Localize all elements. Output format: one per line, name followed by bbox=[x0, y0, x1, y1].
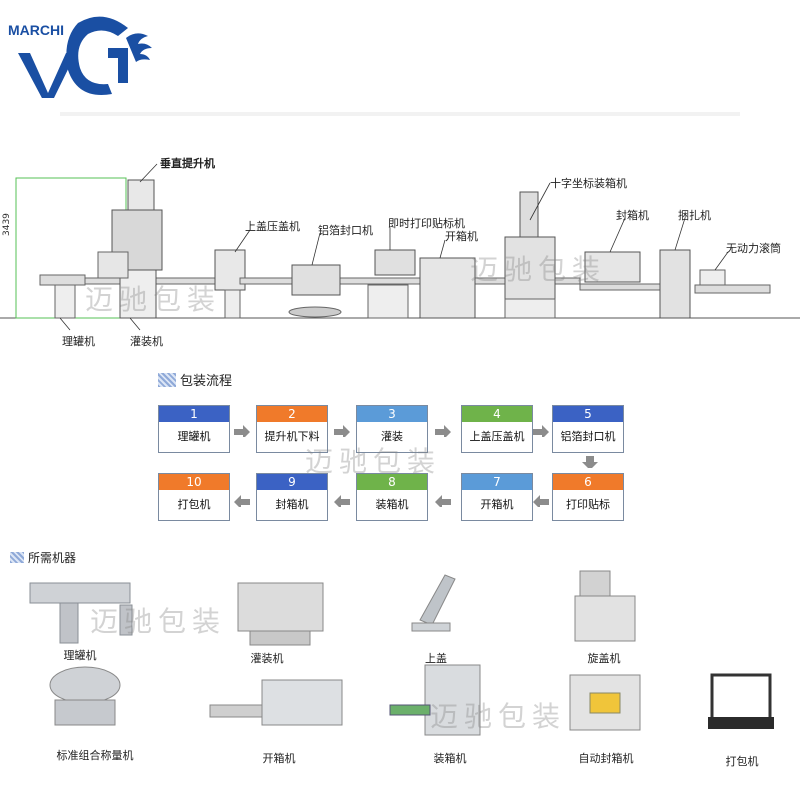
watermark: 迈驰包装 bbox=[85, 283, 222, 316]
machine-cap-feeder: 上盖 bbox=[425, 652, 447, 665]
arrow-left-icon bbox=[533, 495, 549, 507]
step-label: 提升机下料 bbox=[264, 430, 320, 443]
step-number: 2 bbox=[257, 406, 327, 422]
step-number: 9 bbox=[257, 474, 327, 490]
process-step-4: 4 上盖压盖机 bbox=[461, 405, 533, 453]
process-step-10: 10 打包机 bbox=[158, 473, 230, 521]
machines-title-text: 所需机器 bbox=[28, 551, 77, 565]
step-label: 铝箔封口机 bbox=[560, 430, 616, 443]
step-label: 开箱机 bbox=[480, 498, 514, 511]
process-step-5: 5 铝箔封口机 bbox=[552, 405, 624, 453]
label-printer-labeler: 即时打印贴标机 bbox=[388, 217, 465, 230]
step-label: 打包机 bbox=[177, 498, 211, 511]
step-number: 3 bbox=[357, 406, 427, 422]
process-step-8: 8 装箱机 bbox=[356, 473, 428, 521]
label-filler: 灌装机 bbox=[130, 335, 163, 348]
watermark: 迈驰包装 bbox=[90, 605, 227, 638]
brand-name: MARCHI bbox=[8, 22, 64, 38]
machines-title: 所需机器 bbox=[10, 549, 76, 566]
hatch-icon bbox=[10, 552, 24, 563]
step-label: 封箱机 bbox=[275, 498, 309, 511]
watermark: 迈驰包装 bbox=[470, 253, 607, 286]
step-number: 4 bbox=[462, 406, 532, 422]
arrow-right-icon bbox=[234, 425, 250, 437]
step-label: 理罐机 bbox=[177, 430, 211, 443]
step-number: 8 bbox=[357, 474, 427, 490]
step-number: 1 bbox=[159, 406, 229, 422]
label-capper: 上盖压盖机 bbox=[245, 220, 300, 233]
machine-capper: 旋盖机 bbox=[587, 652, 621, 665]
label-elevator: 垂直提升机 bbox=[160, 157, 215, 170]
step-label: 灌装 bbox=[381, 430, 403, 443]
arrow-left-icon bbox=[334, 495, 350, 507]
label-unscrambler: 理罐机 bbox=[62, 335, 95, 348]
hatch-icon bbox=[158, 372, 176, 387]
arrow-right-icon bbox=[435, 425, 451, 437]
process-step-7: 7 开箱机 bbox=[461, 473, 533, 521]
process-step-2: 2 提升机下料 bbox=[256, 405, 328, 453]
arrow-left-icon bbox=[234, 495, 250, 507]
machine-unscrambler: 理罐机 bbox=[63, 649, 97, 662]
arrow-right-icon bbox=[334, 425, 350, 437]
label-carton-erector: 开箱机 bbox=[445, 230, 478, 243]
label-roller: 无动力滚筒 bbox=[726, 242, 781, 255]
label-foil-sealer: 铝箔封口机 bbox=[318, 224, 373, 237]
machine-filler: 灌装机 bbox=[250, 652, 284, 665]
step-number: 5 bbox=[553, 406, 623, 422]
brand-logo bbox=[18, 16, 152, 98]
watermark: 迈驰包装 bbox=[305, 445, 442, 478]
process-title-text: 包装流程 bbox=[180, 374, 233, 389]
machine-case-packer: 装箱机 bbox=[433, 752, 467, 765]
step-number: 10 bbox=[159, 474, 229, 490]
machine-carton-erector: 开箱机 bbox=[262, 752, 296, 765]
process-step-1: 1 理罐机 bbox=[158, 405, 230, 453]
step-label: 上盖压盖机 bbox=[469, 430, 525, 443]
label-case-sealer: 封箱机 bbox=[616, 209, 649, 222]
machine-case-sealer: 自动封箱机 bbox=[578, 752, 634, 765]
process-step-9: 9 封箱机 bbox=[256, 473, 328, 521]
arrow-down-icon bbox=[582, 456, 598, 468]
step-label: 装箱机 bbox=[375, 498, 409, 511]
process-step-6: 6 打印贴标 bbox=[552, 473, 624, 521]
label-cross-packer: 十字坐标装箱机 bbox=[550, 177, 627, 190]
step-number: 6 bbox=[553, 474, 623, 490]
process-title: 包装流程 bbox=[158, 370, 232, 389]
production-line-diagram bbox=[0, 163, 800, 331]
process-step-3: 3 灌装 bbox=[356, 405, 428, 453]
machines-illustrations bbox=[29, 570, 774, 736]
dimension-label: 3439 bbox=[2, 213, 12, 236]
header-divider bbox=[60, 112, 740, 116]
machine-strapper: 打包机 bbox=[725, 755, 759, 768]
step-number: 7 bbox=[462, 474, 532, 490]
watermark: 迈驰包装 bbox=[430, 700, 567, 733]
step-label: 打印贴标 bbox=[566, 498, 610, 511]
arrow-right-icon bbox=[533, 425, 549, 437]
machine-weigher: 标准组合称量机 bbox=[56, 749, 134, 762]
label-strapper: 捆扎机 bbox=[678, 209, 711, 222]
arrow-left-icon bbox=[435, 495, 451, 507]
